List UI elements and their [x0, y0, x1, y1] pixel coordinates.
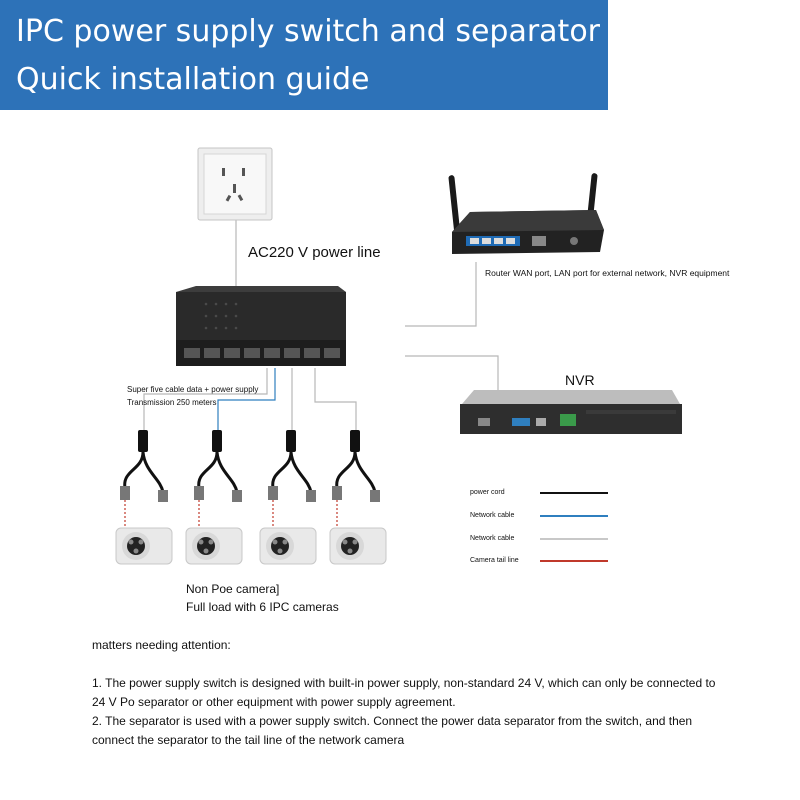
router-device: [448, 173, 604, 254]
camera-4: [329, 527, 387, 565]
separator-cable-2: [217, 368, 276, 432]
note-item-2: 2. The separator is used with a power su…: [92, 714, 693, 747]
legend-label-network-blue: Network cable: [470, 512, 515, 519]
camera-capacity-label: Full load with 6 IPC cameras: [186, 600, 339, 614]
legend-line-network-blue: [540, 515, 608, 517]
separator-cable-1: [143, 368, 268, 432]
separator-1: [120, 430, 168, 528]
nvr-device: [460, 390, 682, 434]
camera-2: [185, 527, 243, 565]
legend-label-power-cord: power cord: [470, 489, 505, 496]
legend-label-camera-tail: Camera tail line: [470, 557, 519, 564]
wall-outlet: [197, 147, 273, 221]
separator-2: [194, 430, 242, 528]
title-line-1: IPC power supply switch and separator: [16, 14, 601, 49]
ac-power-label: AC220 V power line: [248, 244, 381, 261]
separator-cable-4: [314, 368, 357, 432]
notes-heading: matters needing attention:: [92, 638, 231, 652]
cable-spec-label: Super five cable data + power supply: [127, 385, 259, 394]
title-banner: IPC power supply switch and separator Qu…: [0, 0, 608, 110]
legend-line-network-grey: [540, 538, 608, 540]
nvr-label: NVR: [565, 372, 595, 388]
note-item-1: 1. The power supply switch is designed w…: [92, 676, 716, 709]
separator-4: [332, 430, 380, 528]
legend-line-power-cord: [540, 492, 608, 494]
camera-1: [115, 527, 173, 565]
router-label: Router WAN port, LAN port for external n…: [485, 268, 730, 278]
attention-notes: matters needing attention: 1. The power …: [92, 636, 732, 750]
title-line-2: Quick installation guide: [16, 62, 370, 97]
camera-type-label: Non Poe camera]: [186, 582, 280, 596]
poe-switch-device: [176, 286, 346, 366]
separator-3: [268, 430, 316, 528]
transmission-distance-label: Transmission 250 meters: [127, 398, 217, 407]
camera-3: [259, 527, 317, 565]
router-network-cable: [405, 262, 477, 327]
legend-line-camera-tail: [540, 560, 608, 562]
legend-label-network-grey: Network cable: [470, 535, 515, 542]
